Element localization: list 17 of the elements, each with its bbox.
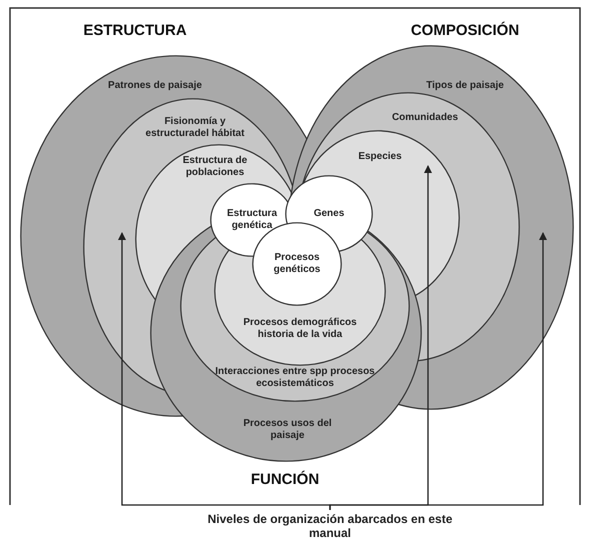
bottom-caption: Niveles de organización abarcados en este manual <box>206 512 454 540</box>
region-label: Fisionomía y estructuradel hábitat <box>144 116 246 140</box>
region-label: Procesos demográficos historia de la vida <box>242 317 358 341</box>
region-label: Comunidades <box>390 112 460 124</box>
region-label: Estructura genética <box>226 208 278 232</box>
region-label: Interacciones entre spp procesos ecosistemáticos <box>215 366 375 390</box>
region-label: Patrones de paisaje <box>107 80 203 92</box>
region-label: Especies <box>357 151 403 163</box>
region-label: Estructura de poblaciones <box>182 155 248 179</box>
arrow <box>329 232 547 510</box>
region-label: Tipos de paisaje <box>425 80 505 92</box>
group-heading: COMPOSICIÓN <box>410 22 520 40</box>
group-heading: ESTRUCTURA <box>82 22 188 40</box>
region-label: Genes <box>312 208 346 220</box>
region-label: Procesos usos del paisaje <box>242 418 333 442</box>
group-heading: FUNCIÓN <box>250 471 320 489</box>
region-label: Procesos genéticos <box>272 252 322 276</box>
